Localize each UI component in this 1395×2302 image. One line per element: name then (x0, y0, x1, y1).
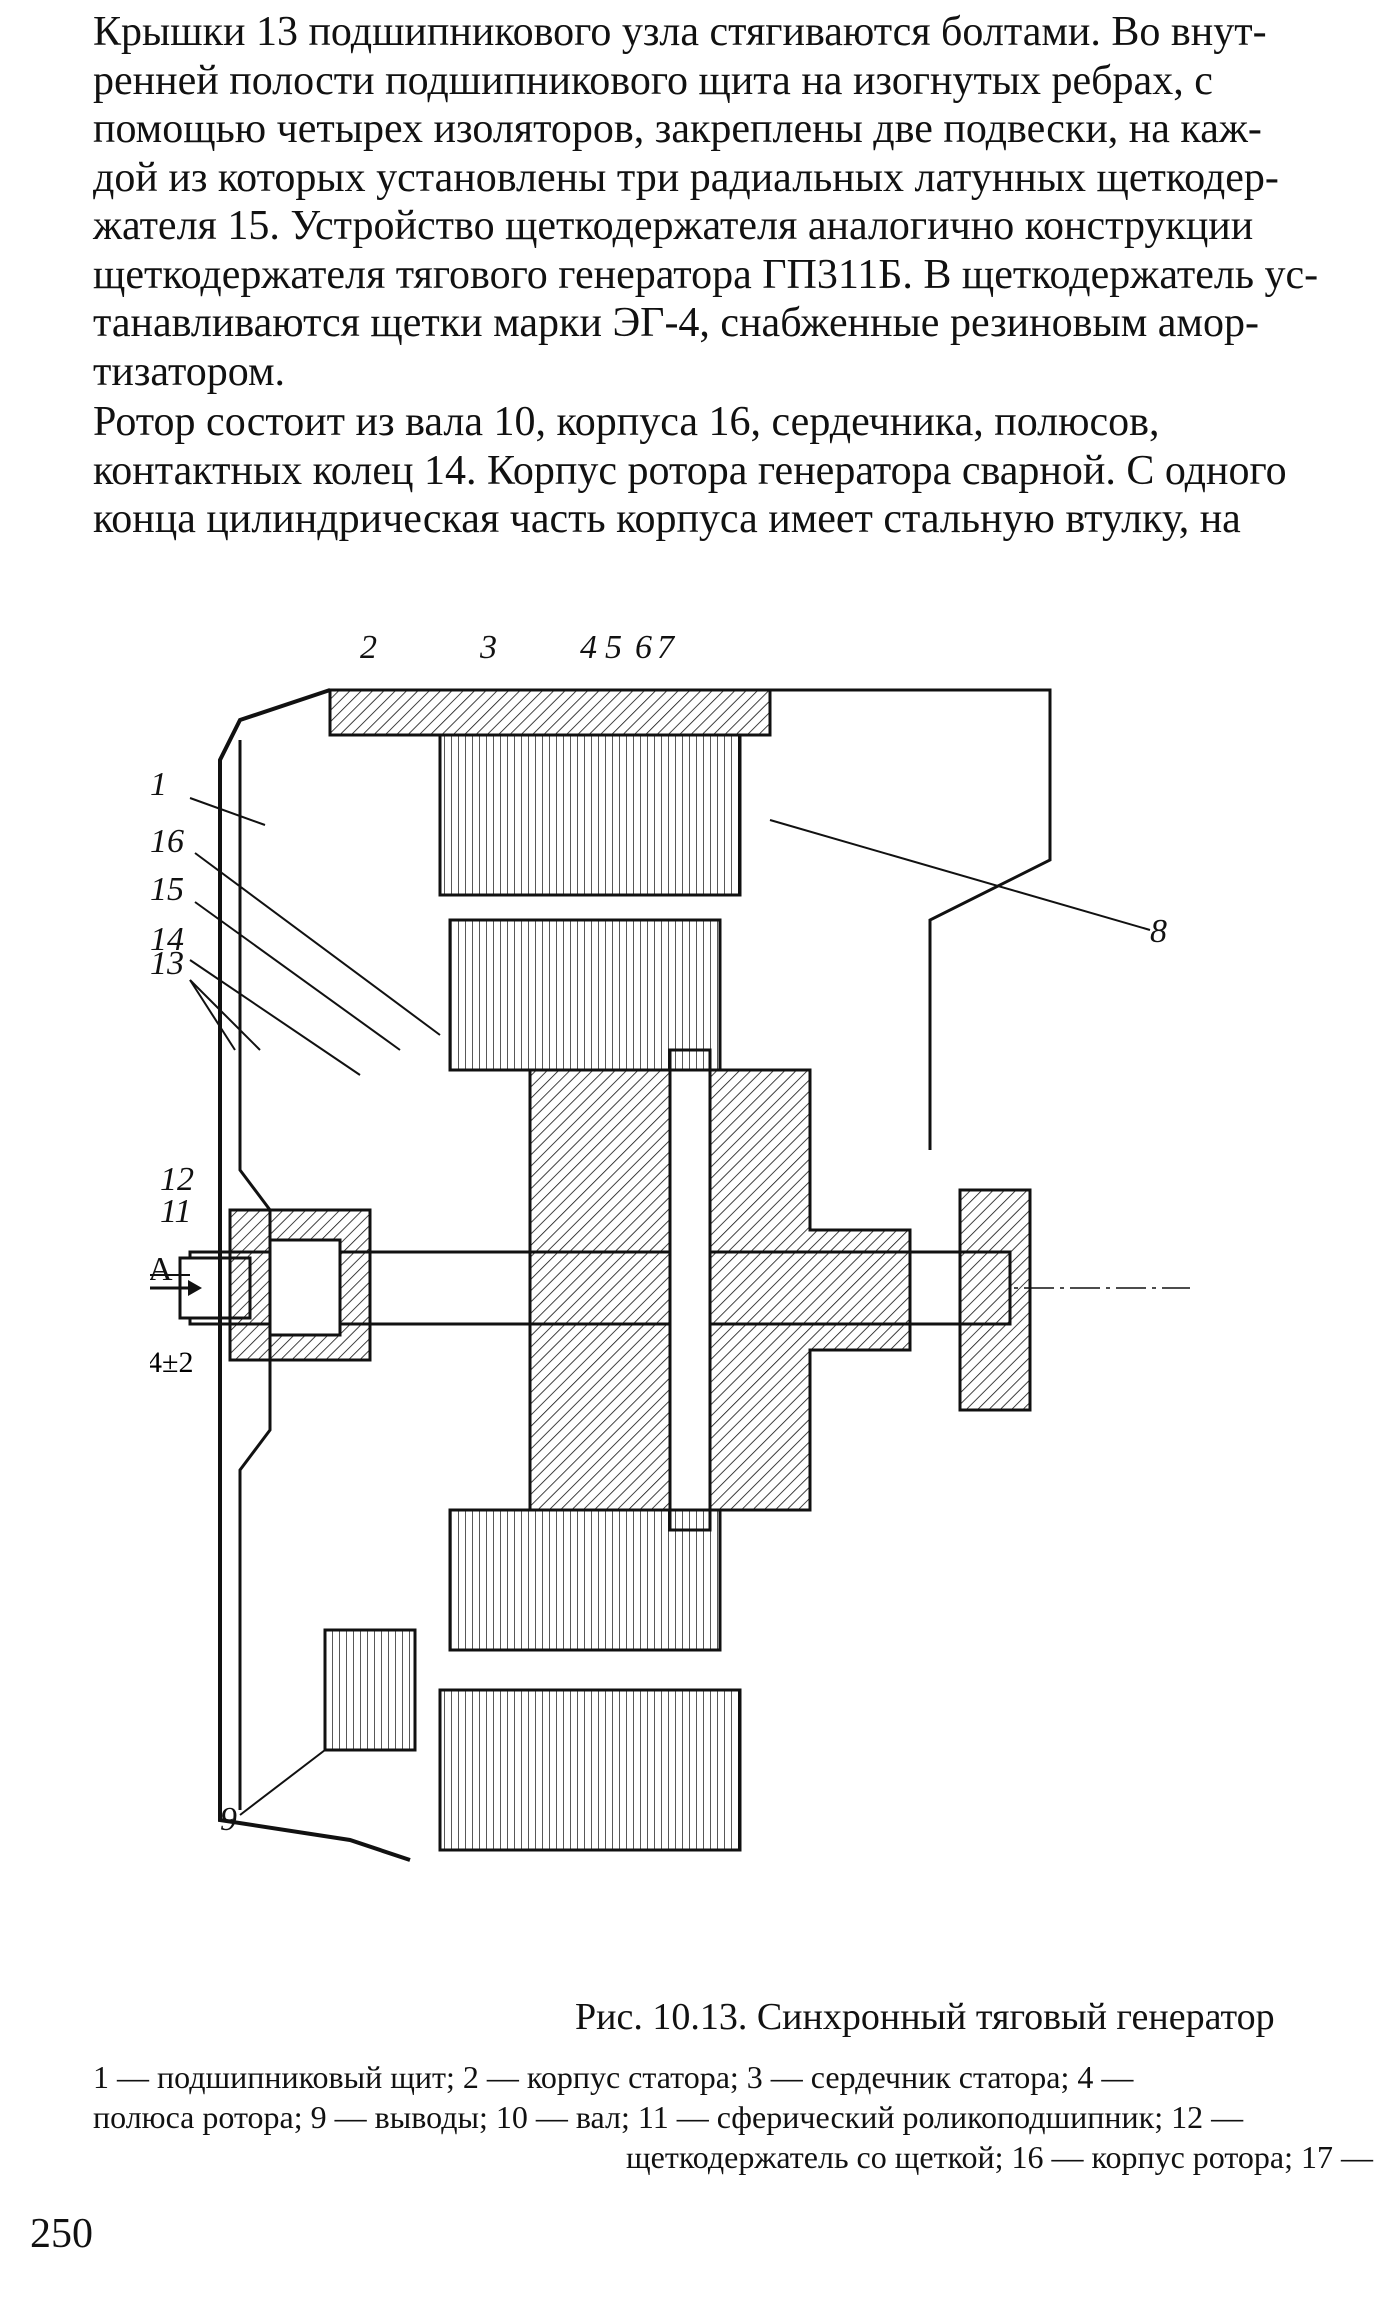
paragraph-2-line: Ротор состоит из вала 10, корпуса 16, се… (93, 399, 1160, 445)
generator-cross-section: 2 3 4 5 6 7 1 16 15 14 13 10 12 11 8 9 A… (150, 630, 1190, 1862)
callout-15: 15 (150, 871, 184, 908)
callout-3: 3 (479, 630, 497, 666)
callout-1: 1 (150, 766, 167, 803)
callout-12: 12 (160, 1161, 194, 1198)
callout-13: 13 (150, 945, 184, 982)
callout-6: 6 (635, 630, 652, 666)
page-number: 250 (30, 2211, 93, 2257)
paragraph-1-line: щеткодержателя тягового генератора ГП311… (93, 251, 1319, 298)
paragraph-1-line: тизатором. (93, 348, 286, 395)
callout-2: 2 (360, 630, 377, 666)
dimension-label: 4±2 (150, 1346, 193, 1379)
paragraph-2-line: конца цилиндрическая часть корпуса имеет… (93, 496, 1241, 542)
callout-5: 5 (605, 630, 622, 666)
paragraph-1-line: дой из которых установлены три радиальны… (93, 154, 1279, 201)
callout-9: 9 (220, 1801, 237, 1838)
figure-legend: 1 — подшипниковый щит; 2 — корпус статор… (93, 2057, 1373, 2177)
paragraph-1-line: танавливаются щетки марки ЭГ-4, снабженн… (93, 300, 1259, 346)
paragraph-1-line: помощью четырех изоляторов, закреплены д… (93, 106, 1262, 152)
callout-14: 14 (150, 921, 184, 958)
generator-drawing: 2 3 4 5 6 7 1 16 15 14 13 10 12 11 8 9 A… (150, 630, 1190, 1910)
legend-line: полюса ротора; 9 — выводы; 10 — вал; 11 … (93, 2099, 1244, 2135)
figure-caption-title: Рис. 10.13. Синхронный тяговый генератор (575, 1996, 1275, 2038)
callout-4: 4 (580, 630, 597, 666)
callout-8: 8 (1150, 913, 1167, 950)
arrow-a-label: A (150, 1251, 173, 1288)
paragraph-1-line: Крышки 13 подшипникового узла стягиваютс… (93, 9, 1267, 55)
paragraph-1-line: ренней полости подшипникового щита на из… (93, 57, 1213, 104)
callout-16: 16 (150, 823, 184, 860)
callout-11: 11 (160, 1193, 191, 1230)
callout-7: 7 (657, 630, 676, 666)
paragraph-2: Ротор состоит из вала 10, корпуса 16, се… (93, 398, 1373, 544)
legend-line: 1 — подшипниковый щит; 2 — корпус статор… (93, 2059, 1134, 2095)
paragraph-2-line: контактных колец 14. Корпус ротора генер… (93, 447, 1287, 494)
legend-line: щеткодержатель со щеткой; 16 — корпус ро… (626, 2139, 1373, 2175)
paragraph-1: Крышки 13 подшипникового узла стягиваютс… (93, 8, 1373, 396)
paragraph-1-line: жателя 15. Устройство щеткодержателя ана… (93, 203, 1254, 249)
